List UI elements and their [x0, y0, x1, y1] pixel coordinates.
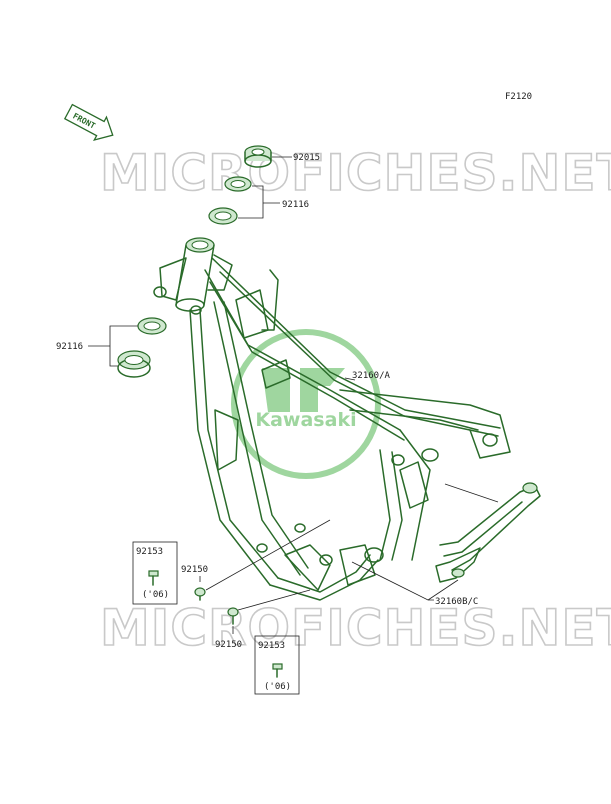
- logo-mark-left-icon: [262, 368, 290, 412]
- leader-92150-left: [199, 519, 331, 591]
- front-arrow-icon: FRONT: [63, 103, 114, 142]
- figure-code: F2120: [505, 92, 532, 102]
- callout-92015: 92015: [293, 153, 320, 163]
- callout-06-left: ('06): [142, 590, 169, 600]
- bolt-92150-left-icon: [194, 587, 206, 601]
- callout-92150-bottom: 92150: [215, 640, 242, 650]
- box-92153-bottom: [254, 635, 300, 695]
- leader-92116-top: [238, 185, 280, 219]
- callout-32160a: 32160/A: [352, 371, 391, 381]
- bolt-92153-left-icon: [148, 570, 159, 586]
- part-92116-upper-bearing: [208, 176, 252, 225]
- leader-32160bc-a: [427, 483, 499, 601]
- callout-06-bottom: ('06): [264, 682, 291, 692]
- box-92153-left: [132, 541, 178, 605]
- part-32160bc-subframe-rails: [435, 482, 541, 583]
- callout-92116-left: 92116: [56, 342, 83, 352]
- leader-92116-left: [88, 325, 138, 367]
- leader-32160a: [344, 377, 356, 381]
- callout-92153-bottom: 92153: [258, 641, 285, 651]
- logo-text: Kawasaki: [255, 409, 356, 431]
- bolt-92150-bottom-icon: [227, 607, 239, 625]
- callout-92150-left: 92150: [181, 565, 208, 575]
- logo-mark-right-icon: [300, 368, 345, 412]
- callout-32160bc: 32160B/C: [435, 597, 478, 607]
- watermark-top: MICROFICHES.NET: [100, 144, 611, 202]
- part-92015-stem-nut: [244, 145, 272, 168]
- bolt-92153-bottom-icon: [272, 663, 283, 678]
- frame-assembly: [153, 237, 511, 601]
- callout-92153-left: 92153: [136, 547, 163, 557]
- callout-92116-top: 92116: [282, 200, 309, 210]
- watermark-bottom: MICROFICHES.NET: [100, 599, 611, 657]
- leader-92150-bottom: [232, 589, 311, 634]
- part-92116-lower-bearing: [117, 317, 167, 378]
- leader-32160bc-b: [351, 561, 434, 601]
